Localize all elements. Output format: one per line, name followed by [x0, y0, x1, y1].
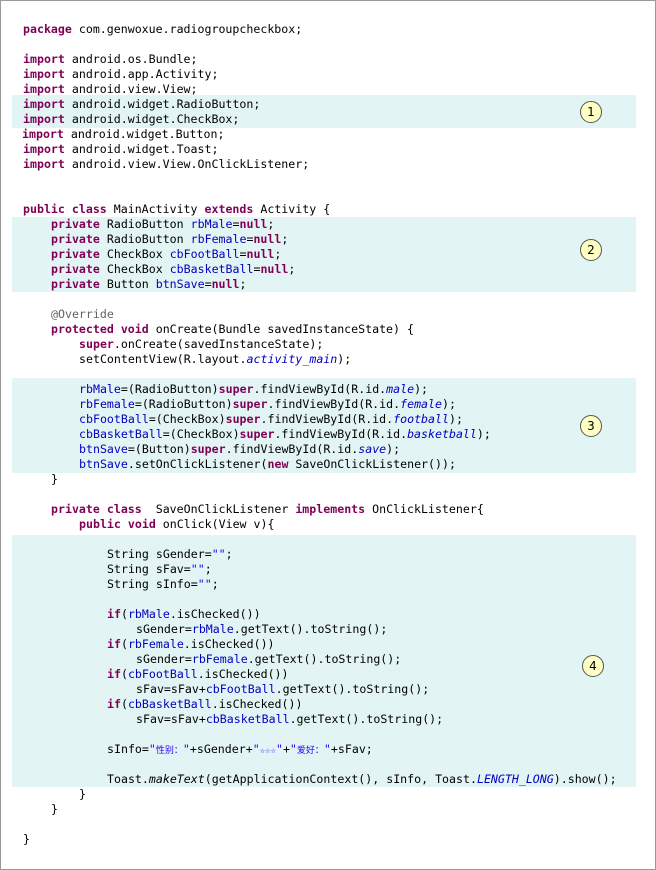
- code-line-field: private RadioButton rbFemale=null;: [51, 232, 289, 246]
- code-line-info-assignment: sInfo="性别："+sGender+"☆☆☆"+"爱好："+sFav;: [107, 742, 373, 756]
- code-line-find-view: btnSave=(Button)super.findViewById(R.id.…: [79, 442, 401, 456]
- code-line-close-brace: }: [79, 787, 86, 801]
- code-line-import: import android.widget.Button;: [22, 127, 225, 141]
- code-line-set-content-view: setContentView(R.layout.activity_main);: [79, 352, 352, 366]
- code-line-import: import android.widget.Toast;: [23, 142, 219, 156]
- code-line-onclick-declaration: public void onClick(View v){: [79, 517, 275, 531]
- code-line-find-view: rbMale=(RadioButton)super.findViewById(R…: [79, 382, 429, 396]
- code-line-field: private RadioButton rbMale=null;: [51, 217, 275, 231]
- code-line-annotation: @Override: [51, 307, 114, 321]
- code-line-listener-declaration: private class SaveOnClickListener implem…: [51, 502, 484, 516]
- highlight-region-onclick-body: [12, 535, 636, 787]
- code-line-oncreate-declaration: protected void onCreate(Bundle savedInst…: [51, 322, 414, 336]
- code-line-find-view: cbBasketBall=(CheckBox)super.findViewByI…: [79, 427, 491, 441]
- code-line-field: private CheckBox cbBasketBall=null;: [51, 262, 296, 276]
- code-line-close-brace: }: [51, 802, 58, 816]
- code-line-field: private Button btnSave=null;: [51, 277, 247, 291]
- highlight-region-fields: [12, 217, 636, 292]
- code-line-close-brace: }: [23, 832, 30, 846]
- highlight-region-imports: [12, 95, 636, 128]
- code-line-field: private CheckBox cbFootBall=null;: [51, 247, 282, 261]
- code-line-string-declaration: String sInfo="";: [107, 577, 219, 591]
- code-line-if-body: sGender=rbFemale.getText().toString();: [136, 652, 402, 666]
- code-line-if-body: sFav=sFav+cbFootBall.getText().toString(…: [136, 682, 430, 696]
- code-line-find-view: cbFootBall=(CheckBox)super.findViewById(…: [79, 412, 463, 426]
- code-line-string-declaration: String sFav="";: [107, 562, 212, 576]
- code-line-string-declaration: String sGender="";: [107, 547, 233, 561]
- code-line-if-condition: if(cbFootBall.isChecked()): [107, 667, 289, 681]
- code-line-import: import android.widget.RadioButton;: [23, 97, 261, 111]
- highlight-region-find-views: [12, 378, 636, 473]
- callout-badge-2: 2: [580, 239, 602, 261]
- callout-badge-3: 3: [580, 415, 602, 437]
- code-line-import: import android.view.View.OnClickListener…: [23, 157, 310, 171]
- code-line-set-listener: btnSave.setOnClickListener(new SaveOnCli…: [79, 457, 456, 471]
- code-line-package: package com.genwoxue.radiogroupcheckbox;: [23, 22, 303, 36]
- callout-badge-1: 1: [580, 101, 602, 123]
- callout-badge-4: 4: [582, 655, 604, 677]
- code-line-find-view: rbFemale=(RadioButton)super.findViewById…: [79, 397, 456, 411]
- code-line-import: import android.app.Activity;: [23, 67, 219, 81]
- code-line-import: import android.os.Bundle;: [23, 52, 198, 66]
- code-line-import: import android.widget.CheckBox;: [23, 112, 240, 126]
- code-line-if-body: sGender=rbMale.getText().toString();: [136, 622, 388, 636]
- code-line-toast: Toast.makeText(getApplicationContext(), …: [107, 772, 617, 786]
- code-line-import: import android.view.View;: [23, 82, 198, 96]
- code-line-close-brace: }: [51, 472, 58, 486]
- code-line-class-declaration: public class MainActivity extends Activi…: [23, 202, 331, 216]
- code-line-if-condition: if(rbMale.isChecked()): [107, 607, 261, 621]
- code-line-if-condition: if(rbFemale.isChecked()): [107, 637, 275, 651]
- code-line-if-condition: if(cbBasketBall.isChecked()): [107, 697, 303, 711]
- code-line-super-call: super.onCreate(savedInstanceState);: [79, 337, 324, 351]
- code-line-if-body: sFav=sFav+cbBasketBall.getText().toStrin…: [136, 712, 444, 726]
